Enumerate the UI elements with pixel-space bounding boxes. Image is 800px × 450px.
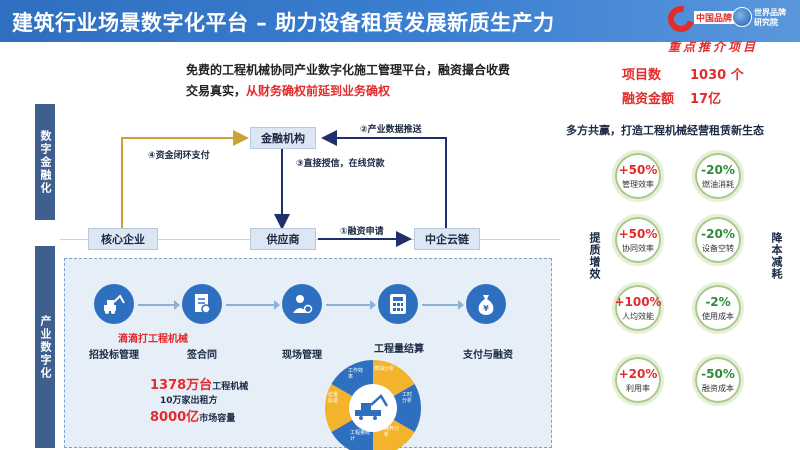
- eco-badge-7: +20% 利用率: [612, 354, 664, 406]
- calculator-icon: [390, 294, 406, 314]
- step-label-contract: 签合同: [187, 350, 217, 361]
- stat-market: 8000亿市场容量: [150, 406, 235, 425]
- eco-title: 多方共赢，打造工程机械经营租赁新生态: [566, 124, 764, 137]
- globe-icon: [732, 7, 752, 27]
- eco-badge-label: 人均效能: [622, 311, 654, 321]
- svg-text:¥: ¥: [483, 304, 489, 313]
- intro-line-2-red: 从财务确权前延到业务确权: [246, 84, 391, 98]
- eco-badge-4: -20% 设备空转: [692, 214, 744, 266]
- analytics-wheel-graphic: [324, 360, 422, 450]
- header-bar: [0, 0, 800, 42]
- wheel-maintenance: 保养分析: [384, 426, 400, 438]
- stat-value-financing: 17亿: [690, 92, 722, 107]
- arrow-fund-payment: [121, 130, 249, 228]
- intro-line-2-plain: 交易真实，: [186, 84, 247, 98]
- eco-badge-6: -2% 使用成本: [692, 282, 744, 334]
- stat-market-unit: 市场容量: [199, 414, 236, 424]
- step-circle-contract: [182, 284, 222, 324]
- step-circle-bidding: [94, 284, 134, 324]
- stat-lessors: 10万家出租方: [160, 396, 218, 406]
- flow-label-credit: ③直接授信，在线贷款: [296, 159, 385, 169]
- brand-didi: 滴滴打工程机械: [118, 334, 188, 345]
- intro-line-1: 免费的工程机械协同产业数字化施工管理平台，融资撮合收费: [186, 63, 511, 77]
- eco-badge-5: +100% 人均效能: [612, 282, 664, 334]
- eco-right-word: 降本减耗: [770, 232, 783, 280]
- contract-icon: [195, 294, 211, 314]
- step-arrow-4: [422, 300, 464, 310]
- wheel-efficiency: 工作效率: [348, 368, 364, 380]
- page-title: 建筑行业场景数字化平台 – 助力设备租赁发展新质生产力: [12, 11, 555, 35]
- step-label-settlement: 工程量结算: [374, 344, 424, 355]
- stat-machinery: 1378万台工程机械: [150, 374, 248, 393]
- stat-label-projects: 项目数: [622, 68, 662, 83]
- stat-machinery-unit: 工程机械: [212, 382, 249, 392]
- eco-badge-label: 使用成本: [702, 311, 734, 321]
- flow-label-fund-payment: ④资金闭环支付: [148, 151, 210, 161]
- flow-label-financing-request: ①融资申请: [340, 227, 384, 237]
- wheel-workload: 工程量统计: [350, 430, 371, 442]
- eco-badge-label: 利用率: [626, 383, 650, 393]
- arrow-data-push: [321, 130, 447, 228]
- step-label-site: 现场管理: [282, 350, 322, 361]
- stat-market-value: 8000亿: [150, 410, 200, 425]
- eco-badge-value: -50%: [701, 366, 735, 381]
- wheel-fuel: 燃油分析: [374, 366, 395, 372]
- logo-text-featured: 重点推介项目: [668, 40, 759, 54]
- eco-badge-label: 设备空转: [702, 243, 734, 253]
- stat-label-financing: 融资金额: [622, 92, 675, 107]
- eco-badge-value: +20%: [618, 366, 658, 381]
- logo-text-world-brand: 世界品牌 研究院: [754, 8, 786, 28]
- wheel-location: 位置轨迹: [328, 392, 339, 404]
- eco-badge-value: +50%: [618, 162, 658, 177]
- brand-logo: 中国品牌 世界品牌 研究院 重点推介项目: [663, 1, 796, 54]
- eco-badge-label: 管理效率: [622, 179, 654, 189]
- wheel-hours: 工时分析: [402, 392, 413, 404]
- eco-badge-label: 燃油消耗: [702, 179, 734, 189]
- stat-value-projects: 1030 个: [690, 68, 744, 83]
- eco-badge-2: -20% 燃油消耗: [692, 150, 744, 202]
- eco-badge-8: -50% 融资成本: [692, 354, 744, 406]
- analytics-wheel: 燃油分析 工时分析 保养分析 工程量统计 位置轨迹 工作效率: [322, 356, 424, 450]
- intro-line-2: 交易真实，从财务确权前延到业务确权: [186, 81, 510, 102]
- eco-badge-label: 融资成本: [702, 383, 734, 393]
- step-circle-site: [282, 284, 322, 324]
- stat-machinery-value: 1378万台: [150, 378, 213, 393]
- step-label-bidding: 招投标管理: [89, 350, 139, 361]
- eco-left-word: 提质增效: [588, 232, 601, 280]
- eco-badge-value: -2%: [705, 294, 731, 309]
- step-circle-payment: ¥: [466, 284, 506, 324]
- step-circle-settlement: [378, 284, 418, 324]
- step-label-payment: 支付与融资: [463, 350, 513, 361]
- node-finance-institution: 金融机构: [250, 127, 316, 149]
- eco-badge-value: -20%: [701, 162, 735, 177]
- step-arrow-3: [326, 300, 376, 310]
- logo-text-world-brand-2: 研究院: [754, 18, 778, 27]
- node-supplier: 供应商: [250, 228, 316, 250]
- money-bag-icon: ¥: [478, 295, 494, 315]
- logo-text-cn-brand: 中国品牌: [694, 11, 735, 24]
- excavator-icon: [104, 294, 125, 314]
- intro-text: 免费的工程机械协同产业数字化施工管理平台，融资撮合收费 交易真实，从财务确权前延…: [186, 60, 510, 102]
- side-label-digital-finance: 数字金融化: [35, 104, 55, 220]
- node-cloud-chain: 中企云链: [414, 228, 480, 250]
- flow-label-data-push: ②产业数据推送: [360, 125, 422, 135]
- eco-badge-value: +100%: [614, 294, 662, 309]
- step-arrow-1: [138, 300, 180, 310]
- eco-badge-value: +50%: [618, 226, 658, 241]
- worker-icon: [293, 295, 313, 314]
- eco-badge-1: +50% 管理效率: [612, 150, 664, 202]
- node-core-enterprise: 核心企业: [88, 228, 158, 250]
- eco-badge-label: 协同效率: [622, 243, 654, 253]
- eco-badge-3: +50% 协同效率: [612, 214, 664, 266]
- side-label-industrial-digital: 产业数字化: [35, 246, 55, 448]
- logo-text-world-brand-1: 世界品牌: [754, 8, 786, 17]
- eco-badge-value: -20%: [701, 226, 735, 241]
- step-arrow-2: [226, 300, 280, 310]
